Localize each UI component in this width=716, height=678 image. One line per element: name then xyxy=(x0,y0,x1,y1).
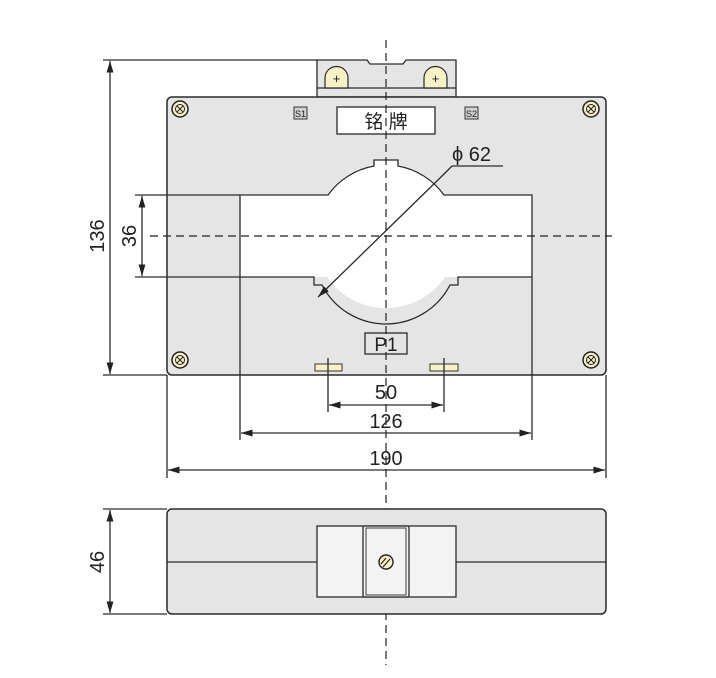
terminal-screw-icon xyxy=(423,65,448,89)
terminal-s2-label: S2 xyxy=(466,109,477,119)
dimensions: 136 36 50 126 190 46 xyxy=(87,59,607,615)
dim-terminal-spacing-50: 50 xyxy=(375,382,397,404)
svg-text:+: + xyxy=(333,71,341,86)
screw-icon xyxy=(582,351,600,369)
svg-text:+: + xyxy=(432,71,440,86)
corner-screws xyxy=(171,100,600,369)
dim-depth-46: 46 xyxy=(87,551,109,573)
diameter-label: ϕ 62 xyxy=(452,144,491,166)
dim-width-190: 190 xyxy=(369,448,402,470)
side-view xyxy=(166,508,607,615)
diameter-line xyxy=(317,177,441,298)
secondary-terminal-block: + + xyxy=(316,59,457,98)
screw-icon xyxy=(171,351,189,369)
screw-icon xyxy=(378,554,394,570)
terminal-screw-icon xyxy=(324,65,349,89)
terminal-s1-label: S1 xyxy=(295,109,306,119)
dim-window-width-126: 126 xyxy=(369,411,402,433)
dim-window-height-36: 36 xyxy=(119,225,141,247)
screw-icon xyxy=(171,100,189,118)
dim-height-136: 136 xyxy=(87,219,109,252)
screw-icon xyxy=(582,100,600,118)
